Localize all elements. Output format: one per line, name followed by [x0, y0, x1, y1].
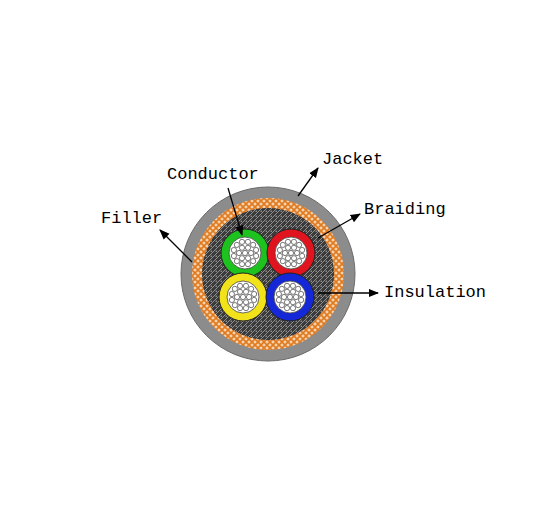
- insulated-core: [267, 229, 315, 277]
- braiding: [192, 198, 344, 350]
- jacket: [181, 187, 355, 361]
- leader-lines: [160, 168, 378, 293]
- part-label: Conductor: [167, 166, 259, 183]
- part-label: Filler: [101, 210, 162, 227]
- insulated-core: [221, 229, 269, 277]
- insulated-core: [219, 273, 267, 321]
- filler: [202, 208, 334, 340]
- part-label: Jacket: [322, 151, 383, 168]
- part-label: Insulation: [384, 284, 486, 301]
- insulated-core: [266, 273, 314, 321]
- part-label: Braiding: [364, 201, 446, 218]
